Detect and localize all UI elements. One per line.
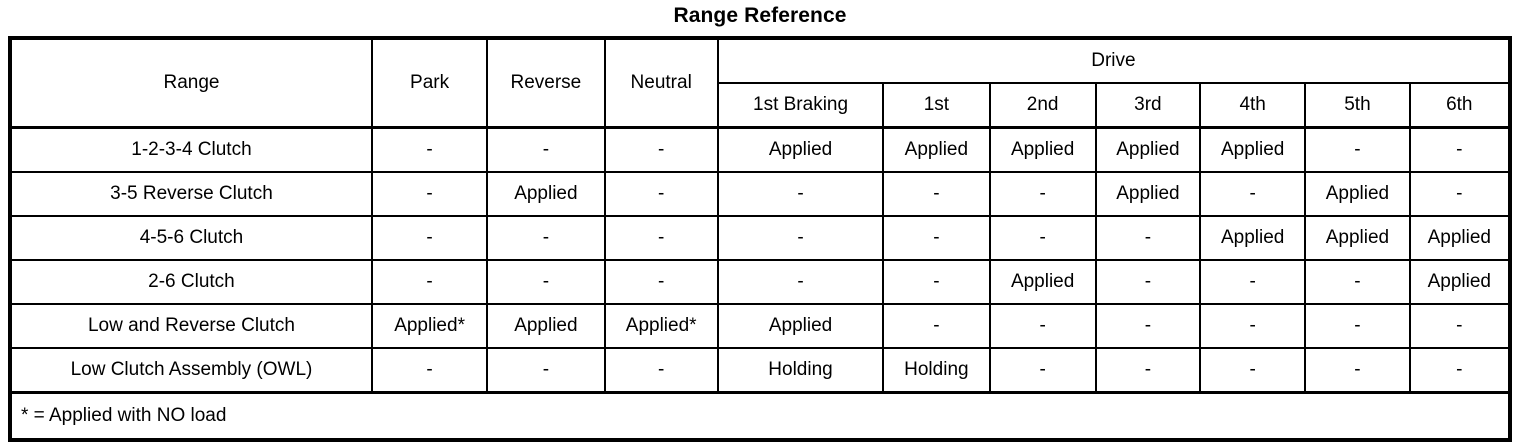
cell-1st-braking: Holding [716,347,885,394]
cell-1st: - [882,171,991,217]
cell-1st-braking: Applied [716,303,885,349]
column-header-4th: 4th [1199,82,1307,129]
cell-1st: - [882,215,991,261]
table-footnote-row: * = Applied with NO load [10,391,1510,440]
cell-2nd: - [988,303,1097,349]
cell-6th: - [1408,171,1512,217]
cell-4th: - [1199,171,1307,217]
cell-6th: - [1408,303,1512,349]
table-row: 2-6 Clutch - - - - - Applied - - - Appli… [9,259,1512,305]
cell-park: Applied* [370,303,489,349]
cell-1st-braking: Applied [716,126,885,173]
table-header: Range Park Reverse Neutral Drive 1st Bra… [9,37,1512,129]
cell-park: - [370,171,489,217]
row-label: 3-5 Reverse Clutch [9,171,373,217]
cell-1st-braking: - [716,215,885,261]
table-row: 1-2-3-4 Clutch - - - Applied Applied App… [9,126,1512,173]
cell-1st-braking: - [716,171,885,217]
cell-6th: Applied [1408,215,1512,261]
cell-neutral: - [603,215,719,261]
column-header-2nd: 2nd [988,82,1097,129]
cell-reverse: - [486,347,606,394]
cell-4th: - [1199,259,1307,305]
cell-5th: - [1304,347,1411,394]
page-title: Range Reference [673,4,847,27]
column-header-5th: 5th [1304,82,1411,129]
cell-6th: Applied [1408,259,1512,305]
row-label: 2-6 Clutch [9,259,373,305]
table-row: Low Clutch Assembly (OWL) - - - Holding … [9,347,1512,394]
cell-6th: - [1408,347,1512,394]
cell-2nd: - [988,215,1097,261]
cell-6th: - [1408,126,1512,173]
cell-reverse: Applied [486,171,606,217]
cell-park: - [370,259,489,305]
cell-3rd: Applied [1094,126,1202,173]
cell-4th: - [1199,347,1307,394]
cell-reverse: Applied [486,303,606,349]
cell-2nd: - [988,171,1097,217]
cell-2nd: Applied [988,259,1097,305]
cell-3rd: - [1094,215,1202,261]
table-row: 4-5-6 Clutch - - - - - - - Applied Appli… [9,215,1512,261]
cell-5th: - [1304,303,1411,349]
cell-park: - [370,215,489,261]
cell-1st: - [882,303,991,349]
cell-5th: - [1304,259,1411,305]
column-header-3rd: 3rd [1094,82,1202,129]
header-row-top: Range Park Reverse Neutral Drive [9,37,1512,129]
cell-3rd: - [1094,303,1202,349]
cell-3rd: Applied [1094,171,1202,217]
header-row-sub: 1st Braking 1st 2nd 3rd 4th 5th 6th [10,82,1512,129]
row-label: Low and Reverse Clutch [9,303,373,349]
footnote-text: * = Applied with NO load [10,391,1510,440]
cell-neutral: - [603,259,719,305]
row-label: Low Clutch Assembly (OWL) [9,347,373,394]
cell-2nd: - [988,347,1097,394]
row-label: 4-5-6 Clutch [9,215,373,261]
range-reference-table: Range Park Reverse Neutral Drive 1st Bra… [8,36,1512,442]
cell-4th: Applied [1199,126,1307,173]
cell-neutral: Applied* [603,303,719,349]
cell-1st: Applied [882,126,991,173]
table-body: 1-2-3-4 Clutch - - - Applied Applied App… [9,126,1512,440]
cell-reverse: - [486,259,606,305]
cell-4th: - [1199,303,1307,349]
cell-2nd: Applied [988,126,1097,173]
column-header-neutral: Neutral [603,37,719,129]
cell-reverse: - [486,215,606,261]
column-header-reverse: Reverse [486,37,606,129]
column-header-range: Range [9,37,373,129]
table-container: Range Park Reverse Neutral Drive 1st Bra… [0,36,1520,442]
row-label: 1-2-3-4 Clutch [9,126,373,173]
table-row: Low and Reverse Clutch Applied* Applied … [9,303,1512,349]
cell-5th: - [1304,126,1411,173]
cell-3rd: - [1094,259,1202,305]
cell-neutral: - [603,347,719,394]
cell-1st: - [882,259,991,305]
column-group-header-drive: Drive [716,37,1512,84]
cell-park: - [370,347,489,394]
cell-reverse: - [486,126,606,173]
cell-5th: Applied [1304,171,1411,217]
column-header-1st-braking: 1st Braking [716,82,885,129]
cell-neutral: - [603,126,719,173]
cell-park: - [370,126,489,173]
column-header-6th: 6th [1408,82,1512,129]
column-header-1st: 1st [882,82,991,129]
range-reference-page: Range Reference Range Park Rever [8,4,1512,442]
cell-4th: Applied [1199,215,1307,261]
column-header-park: Park [370,37,489,129]
table-row: 3-5 Reverse Clutch - Applied - - - - App… [9,171,1512,217]
cell-3rd: - [1094,347,1202,394]
cell-neutral: - [603,171,719,217]
cell-5th: Applied [1304,215,1411,261]
cell-1st-braking: - [716,259,885,305]
cell-1st: Holding [882,347,991,394]
